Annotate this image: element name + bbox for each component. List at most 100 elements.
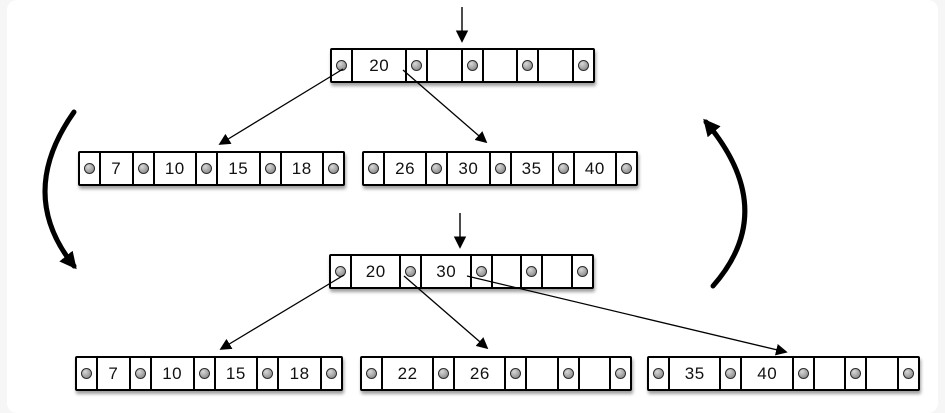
key-cell: 40: [740, 358, 792, 389]
pointer-slot: [319, 358, 341, 389]
pointer-dot-icon: [366, 368, 377, 379]
pointer-slot: [571, 256, 593, 287]
pointer-slot: [321, 153, 343, 184]
key-cell: 26: [383, 153, 426, 184]
pointer-dot-icon: [431, 163, 443, 174]
key-cell: 22: [381, 358, 433, 389]
pointer-dot-icon: [526, 266, 538, 277]
pointer-dot-icon: [134, 368, 146, 379]
key-cell: 30: [446, 153, 489, 184]
pointer-dot-icon: [615, 368, 627, 379]
cycle-arrow-left-down: [42, 109, 77, 270]
btree-leaf-after-3: 35 40: [647, 356, 920, 391]
btree-root-before: 20: [330, 48, 595, 83]
pointer-dot-icon: [335, 266, 346, 277]
pointer-slot: [362, 358, 381, 389]
pointer-slot: [615, 153, 636, 184]
pointer-dot-icon: [562, 368, 574, 379]
pointer-slot: [551, 153, 573, 184]
pointer-dot-icon: [84, 163, 95, 174]
pointer-slot: [520, 256, 542, 287]
pointer-slot: [556, 358, 578, 389]
pointer-slot: [399, 256, 421, 287]
pointer-slot: [609, 358, 631, 389]
pointer-dot-icon: [577, 266, 589, 277]
pointer-slot: [77, 358, 96, 389]
key-cell: [525, 358, 557, 389]
pointer-slot: [719, 358, 741, 389]
pointer-dot-icon: [522, 60, 534, 71]
pointer-dot-icon: [438, 368, 450, 379]
pointer-slot: [331, 256, 350, 287]
btree-leaf-after-2: 22 26: [360, 356, 632, 391]
diagram-frame: 20 7 10 15 18 26 30 35 40 20 30: [7, 0, 938, 413]
pointer-dot-icon: [81, 368, 92, 379]
pointer-slot: [488, 153, 510, 184]
key-cell: 15: [216, 153, 259, 184]
pointer-dot-icon: [411, 60, 423, 71]
pointer-slot: [649, 358, 668, 389]
key-cell: 18: [279, 153, 322, 184]
key-cell: 10: [149, 358, 193, 389]
pointer-slot: [897, 358, 919, 389]
cycle-arrow-right-up: [703, 118, 748, 289]
key-cell: 15: [213, 358, 257, 389]
key-cell: [481, 50, 517, 81]
pointer-dot-icon: [201, 163, 213, 174]
pointer-dot-icon: [336, 60, 347, 71]
key-cell: [541, 256, 572, 287]
pointer-slot: [516, 50, 538, 81]
pointer-slot: [195, 153, 217, 184]
key-cell: 40: [572, 153, 615, 184]
root-to-child1-arrow-before: [218, 68, 344, 145]
pointer-slot: [844, 358, 866, 389]
pointer-dot-icon: [405, 266, 417, 277]
key-cell: 35: [668, 358, 720, 389]
key-cell: 26: [453, 358, 505, 389]
pointer-dot-icon: [137, 163, 149, 174]
pointer-slot: [504, 358, 526, 389]
pointer-dot-icon: [797, 368, 809, 379]
pointer-slot: [469, 256, 491, 287]
pointer-dot-icon: [368, 163, 379, 174]
pointer-slot: [332, 50, 351, 81]
pointer-slot: [791, 358, 813, 389]
pointer-dot-icon: [621, 163, 632, 174]
pointer-dot-icon: [264, 163, 276, 174]
key-cell: 35: [509, 153, 552, 184]
pointer-slot: [364, 153, 383, 184]
pointer-dot-icon: [850, 368, 862, 379]
key-cell: 18: [277, 358, 320, 389]
pointer-slot: [131, 153, 153, 184]
btree-leaf-before-2: 26 30 35 40: [362, 151, 638, 186]
pointer-slot: [432, 358, 454, 389]
pointer-dot-icon: [577, 60, 589, 71]
pointer-dot-icon: [475, 266, 487, 277]
pointer-dot-icon: [466, 60, 478, 71]
pointer-slot: [571, 50, 593, 81]
pointer-slot: [405, 50, 427, 81]
pointer-dot-icon: [327, 163, 339, 174]
key-cell: [426, 50, 461, 81]
key-cell: 20: [351, 50, 406, 81]
pointer-slot: [460, 50, 482, 81]
pointer-dot-icon: [510, 368, 522, 379]
pointer-dot-icon: [557, 163, 569, 174]
pointer-slot: [258, 153, 280, 184]
key-cell: [865, 358, 898, 389]
pointer-dot-icon: [325, 368, 337, 379]
btree-root-after: 20 30: [329, 254, 594, 289]
pointer-slot: [256, 358, 278, 389]
key-cell: [812, 358, 845, 389]
pointer-dot-icon: [494, 163, 506, 174]
key-cell: 7: [96, 358, 129, 389]
key-cell: [577, 358, 610, 389]
root-to-child1-arrow-after: [219, 274, 345, 350]
pointer-dot-icon: [198, 368, 210, 379]
key-cell: [490, 256, 521, 287]
pointer-dot-icon: [903, 368, 915, 379]
pointer-slot: [192, 358, 214, 389]
pointer-dot-icon: [725, 368, 737, 379]
pointer-slot: [128, 358, 150, 389]
